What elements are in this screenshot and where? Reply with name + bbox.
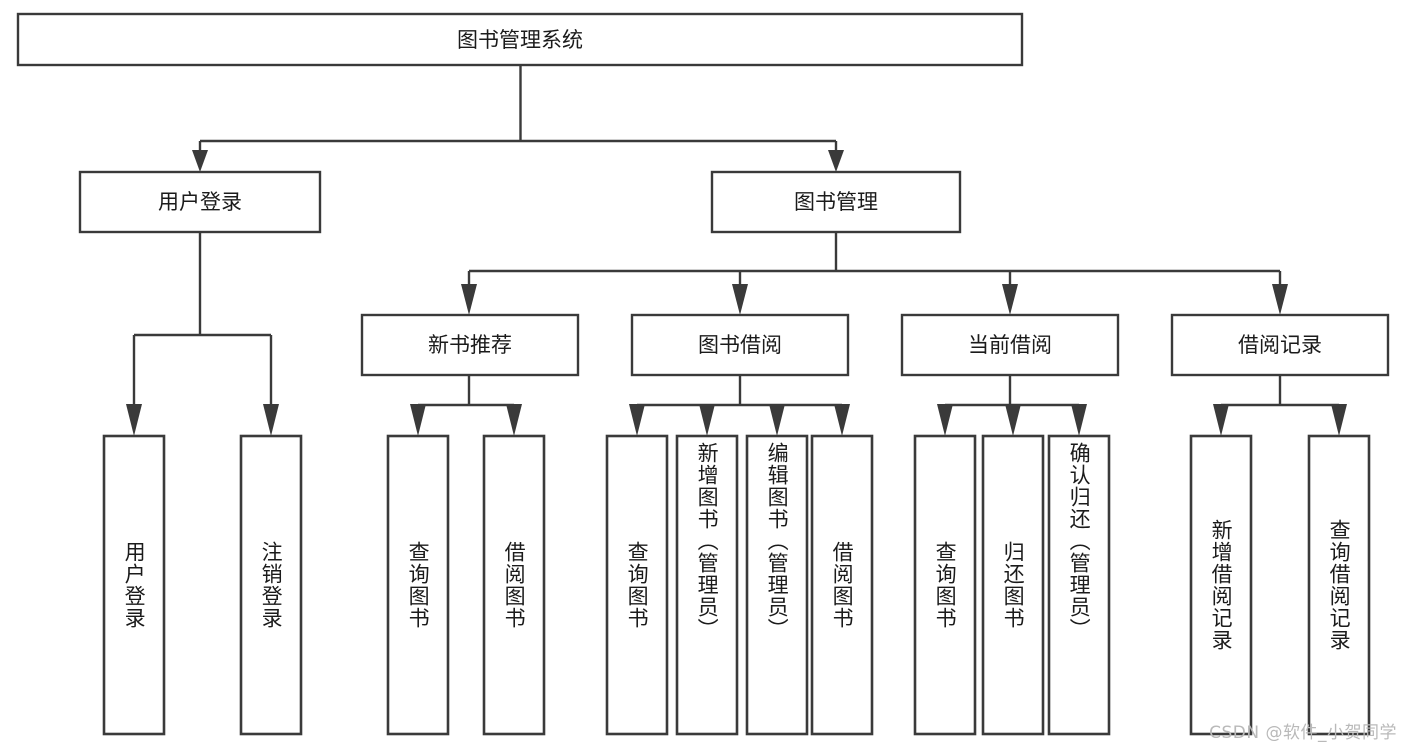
leaf-box-current-borrow-3[interactable] xyxy=(1047,434,1111,736)
node-root-box[interactable] xyxy=(16,12,1024,67)
arrow-to-borrow-record xyxy=(1272,284,1288,315)
node-book-manage-label: 图书管理 xyxy=(794,190,878,214)
node-user-login-box[interactable] xyxy=(78,170,322,234)
arrow-current-borrow-leaf-3 xyxy=(1071,404,1087,436)
node-new-book-recommend-box[interactable] xyxy=(360,313,580,377)
leaf-box-borrow-record-1[interactable] xyxy=(1189,434,1253,736)
arrow-current-borrow-leaf-2 xyxy=(1005,404,1021,436)
csdn-watermark: CSDN @软件_小贺同学 xyxy=(1209,723,1397,743)
leaf-box-user-login-1[interactable] xyxy=(102,434,166,736)
arrow-user-login-leaf-2 xyxy=(263,404,279,436)
arrow-book-borrow-leaf-2 xyxy=(699,404,715,436)
arrow-new-book-leaf-2 xyxy=(506,404,522,436)
arrow-user-login-leaf-1 xyxy=(126,404,142,436)
node-borrow-record-box[interactable] xyxy=(1170,313,1390,377)
arrow-book-borrow-leaf-4 xyxy=(834,404,850,436)
node-user-login-label: 用户登录 xyxy=(158,190,242,214)
arrow-book-borrow-leaf-3 xyxy=(769,404,785,436)
node-root-label: 图书管理系统 xyxy=(457,28,583,52)
leaf-box-current-borrow-1[interactable] xyxy=(913,434,977,736)
arrow-to-book-borrow xyxy=(732,284,748,315)
leaf-box-current-borrow-2[interactable] xyxy=(981,434,1045,736)
arrow-new-book-leaf-1 xyxy=(410,404,426,436)
leaf-box-new-book-1[interactable] xyxy=(386,434,450,736)
leaf-box-book-borrow-1[interactable] xyxy=(605,434,669,736)
arrow-borrow-record-leaf-1 xyxy=(1213,404,1229,436)
node-current-borrow-label: 当前借阅 xyxy=(968,333,1052,357)
node-book-borrow-label: 图书借阅 xyxy=(698,333,782,357)
arrow-to-book-manage xyxy=(828,150,844,172)
arrow-current-borrow-leaf-1 xyxy=(937,404,953,436)
arrow-to-new-book-recommend xyxy=(461,284,477,315)
leaf-box-book-borrow-3[interactable] xyxy=(745,434,809,736)
arrow-to-user-login xyxy=(192,150,208,172)
leaf-box-borrow-record-2[interactable] xyxy=(1307,434,1371,736)
leaf-box-new-book-2[interactable] xyxy=(482,434,546,736)
arrow-borrow-record-leaf-2 xyxy=(1331,404,1347,436)
node-current-borrow-box[interactable] xyxy=(900,313,1120,377)
node-borrow-record-label: 借阅记录 xyxy=(1238,333,1322,357)
node-new-book-recommend-label: 新书推荐 xyxy=(428,333,512,357)
arrow-book-borrow-leaf-1 xyxy=(629,404,645,436)
leaf-box-book-borrow-4[interactable] xyxy=(810,434,874,736)
node-book-borrow-box[interactable] xyxy=(630,313,850,377)
arrow-to-current-borrow xyxy=(1002,284,1018,315)
leaf-box-user-login-2[interactable] xyxy=(239,434,303,736)
node-book-manage-box[interactable] xyxy=(710,170,962,234)
leaf-box-book-borrow-2[interactable] xyxy=(675,434,739,736)
